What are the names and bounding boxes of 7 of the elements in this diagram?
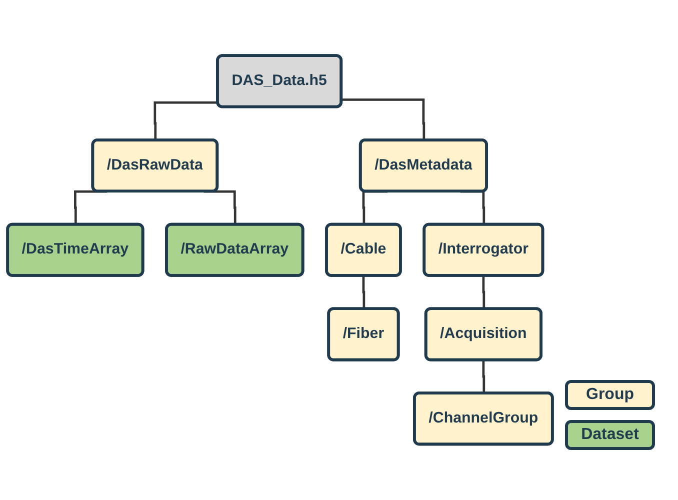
connector — [154, 102, 218, 141]
connector — [342, 98, 426, 141]
legend-swatch: Dataset — [565, 420, 655, 450]
connector — [362, 274, 366, 310]
legend-swatch: Group — [565, 380, 655, 410]
connector — [482, 274, 486, 310]
connector — [482, 359, 486, 394]
